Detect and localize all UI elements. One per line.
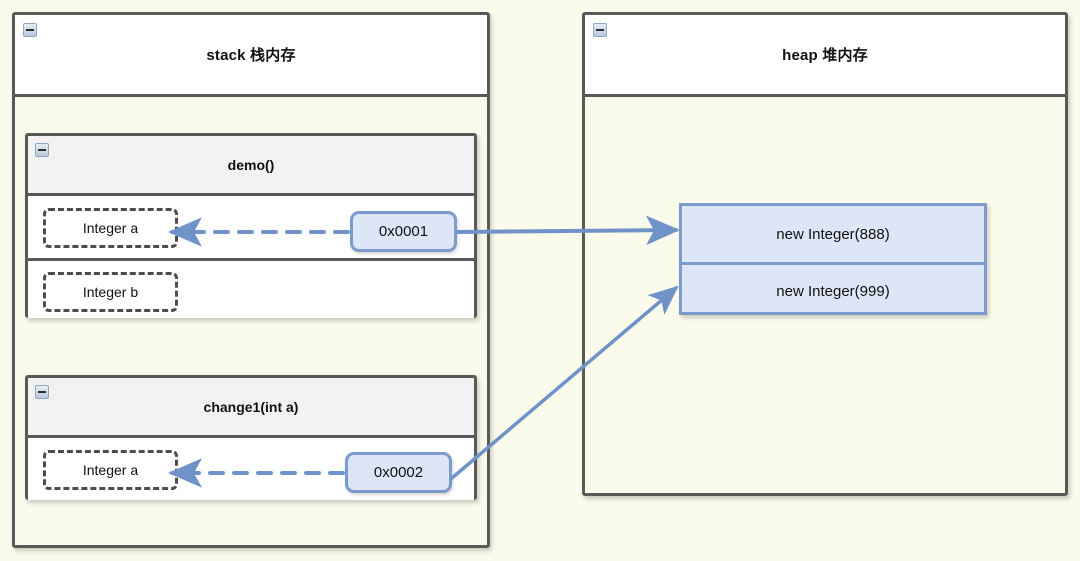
- heap-object-integer-999[interactable]: new Integer(999): [682, 262, 984, 318]
- heap-object-label: new Integer(999): [776, 283, 890, 300]
- collapse-minus-icon[interactable]: [35, 385, 49, 399]
- heap-panel-header: heap 堆内存: [585, 15, 1065, 97]
- variable-box-integer-b-demo[interactable]: Integer b: [43, 272, 178, 312]
- stack-frame-change1-title: change1(int a): [28, 378, 474, 438]
- stack-frame-change1-label: change1(int a): [203, 398, 299, 415]
- stack-panel-title: stack 栈内存: [206, 47, 296, 64]
- variable-box-integer-a-change1[interactable]: Integer a: [43, 450, 178, 490]
- heap-object-group: new Integer(888) new Integer(999): [679, 203, 987, 315]
- stack-row-demo-b: Integer b: [28, 258, 474, 318]
- stack-frame-demo-label: demo(): [227, 156, 275, 173]
- address-pill-0x0001[interactable]: 0x0001: [350, 211, 457, 252]
- address-label: 0x0001: [378, 223, 429, 240]
- heap-object-integer-888[interactable]: new Integer(888): [682, 206, 984, 262]
- variable-label: Integer b: [82, 284, 139, 300]
- address-label: 0x0002: [373, 464, 424, 481]
- address-pill-0x0002[interactable]: 0x0002: [345, 452, 452, 493]
- stack-panel-header: stack 栈内存: [15, 15, 487, 97]
- collapse-minus-icon[interactable]: [23, 23, 37, 37]
- variable-label: Integer a: [82, 462, 139, 478]
- stack-frame-change1: change1(int a) Integer a: [25, 375, 477, 500]
- heap-panel-title: heap 堆内存: [782, 47, 868, 64]
- variable-label: Integer a: [82, 220, 139, 236]
- variable-box-integer-a-demo[interactable]: Integer a: [43, 208, 178, 248]
- collapse-minus-icon[interactable]: [593, 23, 607, 37]
- collapse-minus-icon[interactable]: [35, 143, 49, 157]
- heap-object-label: new Integer(888): [776, 225, 890, 243]
- stack-frame-demo-title: demo(): [28, 136, 474, 196]
